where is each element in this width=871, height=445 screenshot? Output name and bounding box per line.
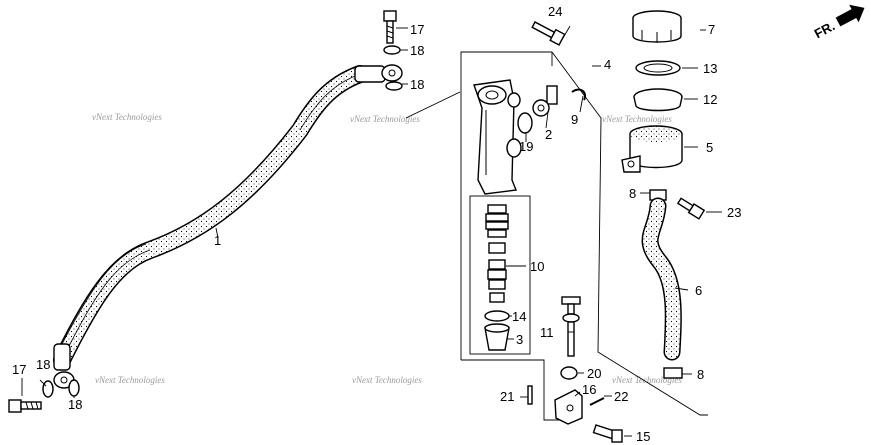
callout-label: 14 (512, 309, 526, 324)
callout-label: 18 (68, 397, 82, 412)
reservoir-hose (641, 197, 682, 361)
callout-label: 7 (708, 22, 715, 37)
callout-label: 1 (214, 233, 221, 248)
sealing-washer (42, 380, 54, 398)
cotter-pin (589, 397, 605, 406)
callout-label: 2 (545, 127, 552, 142)
callout-label: 4 (604, 57, 611, 72)
sealing-washer (385, 81, 403, 91)
callout-label: 18 (36, 357, 50, 372)
master-cylinder-body (473, 79, 522, 195)
watermark-text: vNext Technologies (350, 114, 420, 124)
callout-label: 12 (703, 92, 717, 107)
sealing-washer (68, 379, 80, 397)
clevis (554, 389, 583, 425)
callout-label: 19 (519, 139, 533, 154)
sealing-washer (383, 45, 401, 55)
piston-set (485, 204, 509, 303)
callout-label: 10 (530, 259, 544, 274)
callout-label: 21 (500, 389, 514, 404)
callout-label: 16 (582, 382, 596, 397)
callout-label: 8 (629, 186, 636, 201)
clevis-pin (527, 385, 533, 405)
banjo-bolt-bottom (8, 399, 42, 413)
push-rod (561, 296, 581, 357)
callout-label: 22 (614, 389, 628, 404)
callout-label: 18 (410, 77, 424, 92)
callout-label: 6 (695, 283, 702, 298)
callout-label: 17 (410, 22, 424, 37)
diaphragm-plate (635, 60, 681, 76)
callout-label: 11 (540, 325, 554, 340)
brake-hose (53, 64, 403, 389)
watermark-text: vNext Technologies (95, 375, 165, 385)
banjo-bolt-top (383, 10, 397, 44)
lock-nut (560, 366, 578, 380)
circlip (571, 88, 586, 101)
o-ring (517, 112, 533, 134)
watermark-text: vNext Technologies (352, 375, 422, 385)
callout-label: 8 (697, 367, 704, 382)
callout-label: 24 (548, 4, 562, 19)
diaphragm (633, 88, 683, 112)
callout-labels: 1 2 3 4 5 6 7 8 8 9 10 11 12 13 14 15 16… (12, 4, 741, 444)
front-direction-arrow: FR. (812, 4, 865, 41)
hose-joint (532, 85, 558, 117)
joint-pin (592, 424, 623, 443)
watermark-text: vNext Technologies (612, 375, 682, 385)
callout-label: 15 (636, 429, 650, 444)
callout-label: 17 (12, 362, 26, 377)
hose-clip (663, 367, 683, 379)
watermark-text: vNext Technologies (92, 112, 162, 122)
callout-label: 3 (516, 332, 523, 347)
leader-lines (21, 25, 722, 437)
callout-label: 13 (703, 61, 717, 76)
front-label: FR. (812, 18, 838, 41)
watermark-layer: vNext Technologies vNext Technologies vN… (92, 112, 682, 385)
reservoir-cap (632, 10, 682, 43)
mounting-bolt-top (531, 21, 566, 46)
snap-ring (484, 310, 510, 322)
reservoir-tank (621, 125, 683, 173)
watermark-text: vNext Technologies (602, 114, 672, 124)
callout-label: 23 (727, 205, 741, 220)
callout-label: 9 (571, 112, 578, 127)
callout-label: 18 (410, 43, 424, 58)
reservoir-bolt (676, 197, 706, 220)
callout-label: 5 (706, 140, 713, 155)
callout-label: 20 (587, 366, 601, 381)
